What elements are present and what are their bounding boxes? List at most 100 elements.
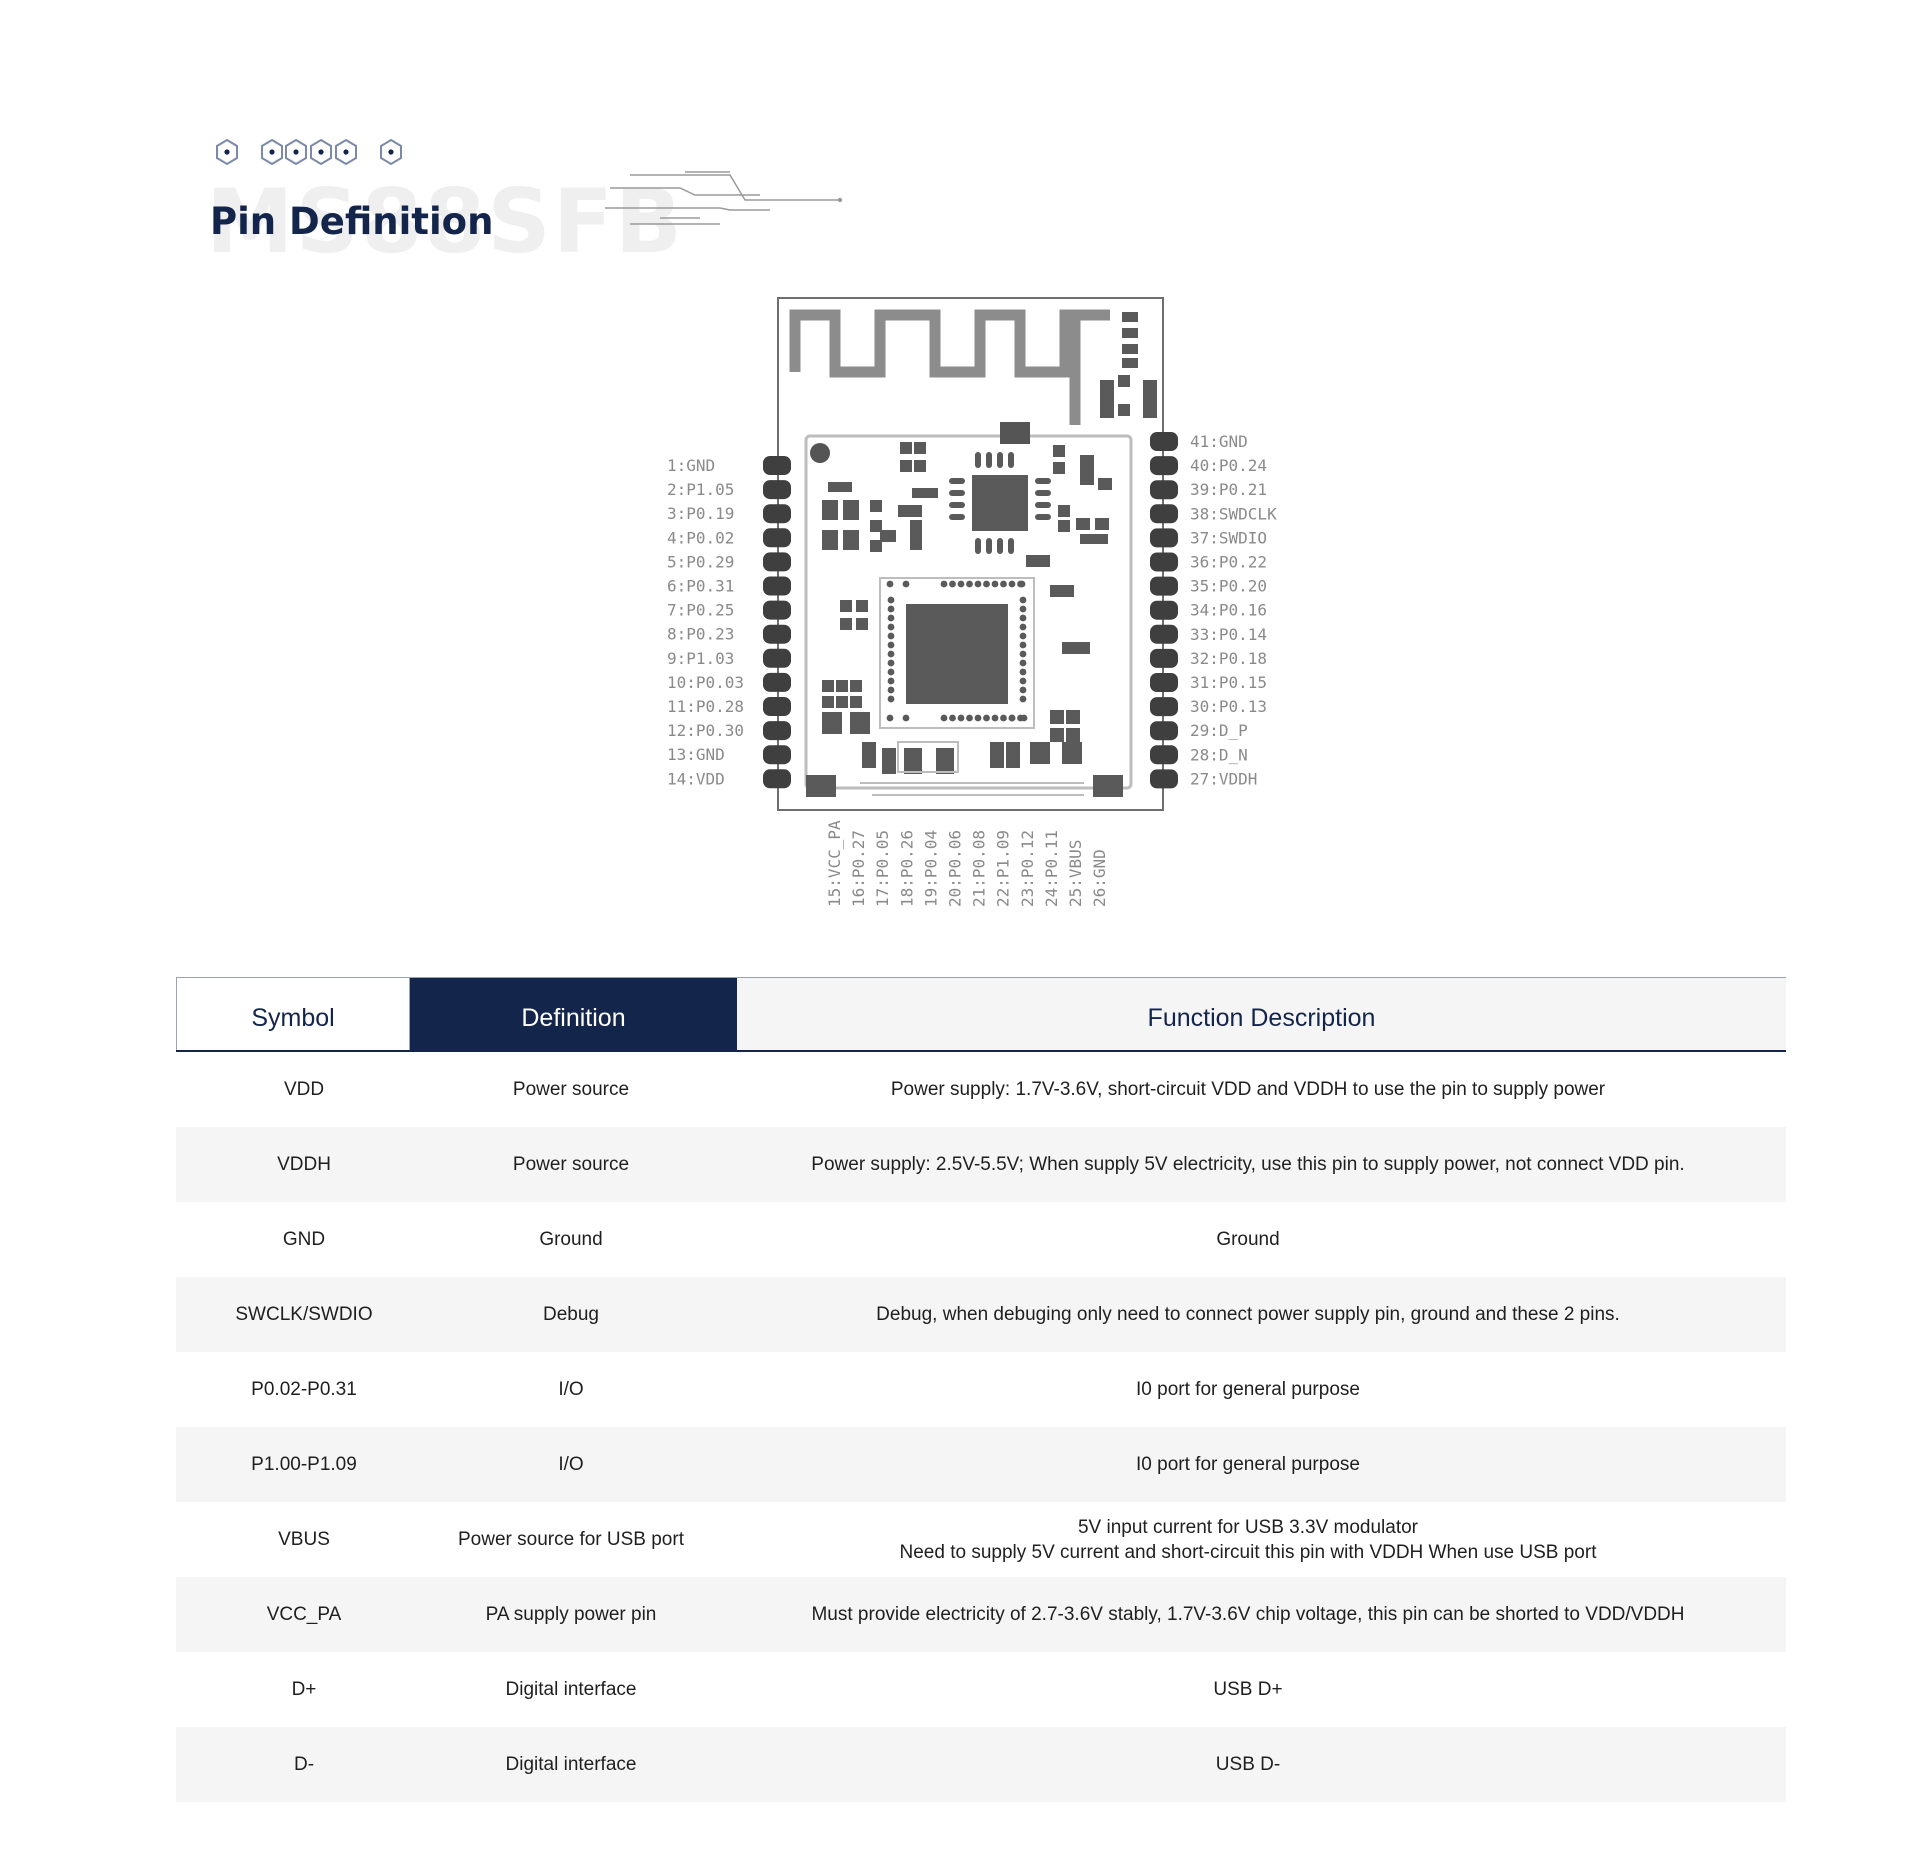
- pin-label: 11:P0.28: [667, 697, 744, 716]
- pin-pad: [763, 672, 791, 692]
- pin-label: 36:P0.22: [1190, 553, 1267, 572]
- cell-function-description: Ground: [710, 1202, 1786, 1277]
- pin-label: 15:VCC_PA: [825, 820, 844, 907]
- pin-pad: [1150, 769, 1178, 789]
- pin-pad: [1150, 528, 1178, 548]
- pin-pad: [763, 480, 791, 500]
- pin-pad: [1150, 480, 1178, 500]
- pin-label: 31:P0.15: [1190, 673, 1267, 692]
- pin-label: 5:P0.29: [667, 552, 734, 571]
- pin-label: 41:GND: [1190, 432, 1248, 451]
- table-row: P1.00-P1.09 I/O I0 port for general purpos…: [176, 1427, 1786, 1502]
- cell-definition: Power source: [512, 1079, 630, 1100]
- pin-pad: [763, 769, 791, 789]
- page-header: MS88SFB Pin Definition: [200, 130, 900, 273]
- function-description-line: Must provide electricity of 2.7-3.6V sta…: [811, 1604, 1685, 1625]
- cell-symbol: GND: [282, 1229, 326, 1250]
- cell-function-description: Debug, when debuging only need to connec…: [710, 1277, 1786, 1352]
- function-description-line: Power supply: 2.5V-5.5V; When supply 5V …: [811, 1154, 1685, 1175]
- pin-label: 14:VDD: [667, 769, 725, 788]
- function-description-line: USB D+: [1213, 1679, 1283, 1700]
- cell-definition: Debug: [543, 1304, 599, 1325]
- cell-symbol: D-: [293, 1754, 315, 1775]
- main-soc-chip: [906, 604, 1008, 704]
- pin-label: 32:P0.18: [1190, 649, 1267, 668]
- pin-label: 21:P0.08: [970, 830, 989, 907]
- pin-label: 16:P0.27: [849, 830, 868, 907]
- pin-pad: [763, 504, 791, 524]
- cell-symbol: D+: [291, 1679, 317, 1700]
- cell-function-description: Must provide electricity of 2.7-3.6V sta…: [710, 1577, 1786, 1652]
- pin-pad: [1150, 673, 1178, 692]
- pin-label: 10:P0.03: [667, 673, 744, 692]
- pin-pad: [763, 456, 791, 475]
- pin-label: 34:P0.16: [1190, 601, 1267, 620]
- pin-label: 27:VDDH: [1190, 769, 1257, 788]
- cell-symbol: P1.00-P1.09: [251, 1454, 357, 1475]
- pin-label: 39:P0.21: [1190, 480, 1267, 499]
- pin-pad: [1150, 600, 1178, 620]
- pin-label: 20:P0.06: [946, 830, 965, 907]
- module-board-outline: [777, 297, 1164, 811]
- pin-label: 30:P0.13: [1190, 697, 1267, 716]
- cell-symbol: VBUS: [278, 1529, 330, 1550]
- cell-definition: I/O: [558, 1454, 584, 1475]
- pin-label: 24:P0.11: [1042, 830, 1061, 907]
- cell-function-description: I0 port for general purpose: [710, 1352, 1786, 1427]
- pin-label: 2:P1.05: [667, 480, 734, 499]
- pin-label: 19:P0.04: [921, 830, 940, 907]
- pin-pad: [1150, 456, 1178, 476]
- pin-label: 40:P0.24: [1190, 456, 1267, 475]
- watermark-model-name: MS88SFB: [206, 170, 684, 273]
- cell-function-description: Power supply: 2.5V-5.5V; When supply 5V …: [710, 1127, 1786, 1202]
- pcb-antenna-trace: [789, 309, 1110, 425]
- pin-pad: [1150, 432, 1178, 451]
- pin-label: 38:SWDCLK: [1190, 504, 1277, 523]
- cell-function-description: USB D-: [710, 1727, 1786, 1802]
- header-decoration: [216, 138, 843, 225]
- pin-pad: [1150, 745, 1178, 765]
- pin-label: 1:GND: [667, 456, 715, 475]
- header-function-description: Function Description: [1147, 1004, 1376, 1032]
- function-description-line: I0 port for general purpose: [1136, 1454, 1360, 1475]
- qfn-chip: [972, 475, 1028, 531]
- table-row: VBUS Power source for USB port 5V input cu…: [176, 1502, 1786, 1577]
- pin-pad: [1150, 697, 1178, 717]
- pin-pad: [1150, 576, 1178, 596]
- pin-pad: [763, 624, 791, 644]
- function-description-line: Debug, when debuging only need to connec…: [876, 1304, 1620, 1325]
- module-pinout-diagram: 1:GND2:P1.053:P0.194:P0.025:P0.296:P0.31…: [667, 297, 1277, 907]
- pin-label: 25:VBUS: [1066, 840, 1085, 907]
- pin-label: 29:D_P: [1190, 721, 1248, 740]
- pin-label: 26:GND: [1090, 849, 1109, 907]
- right-pin-labels: 41:GND 40:P0.24 39:P0.21 38:SWDCLK 37:SWDIO 3…: [1190, 432, 1277, 788]
- pin-pad: [763, 528, 791, 548]
- function-description-line: I0 port for general purpose: [1136, 1379, 1360, 1400]
- pin-label: 8:P0.23: [667, 625, 734, 644]
- pin-pad: [1150, 721, 1178, 741]
- cell-definition: Power source for USB port: [458, 1529, 684, 1550]
- pin-label: 4:P0.02: [667, 528, 734, 547]
- cell-symbol: P0.02-P0.31: [251, 1379, 357, 1400]
- function-description-line: USB D-: [1215, 1754, 1281, 1775]
- cell-definition: Power source: [512, 1154, 630, 1175]
- function-description-line: Power supply: 1.7V-3.6V, short-circuit V…: [890, 1079, 1606, 1100]
- circuit-lines-decoration: [605, 171, 840, 225]
- pin-label: 18:P0.26: [897, 830, 916, 907]
- cell-definition: PA supply power pin: [485, 1604, 657, 1625]
- pin-label: 37:SWDIO: [1190, 528, 1267, 547]
- pin-label: 13:GND: [667, 745, 725, 764]
- cell-function-description: USB D+: [710, 1652, 1786, 1727]
- pin-label: 12:P0.30: [667, 721, 744, 740]
- pin-label: 7:P0.25: [667, 601, 734, 620]
- pin-pad: [1150, 624, 1178, 644]
